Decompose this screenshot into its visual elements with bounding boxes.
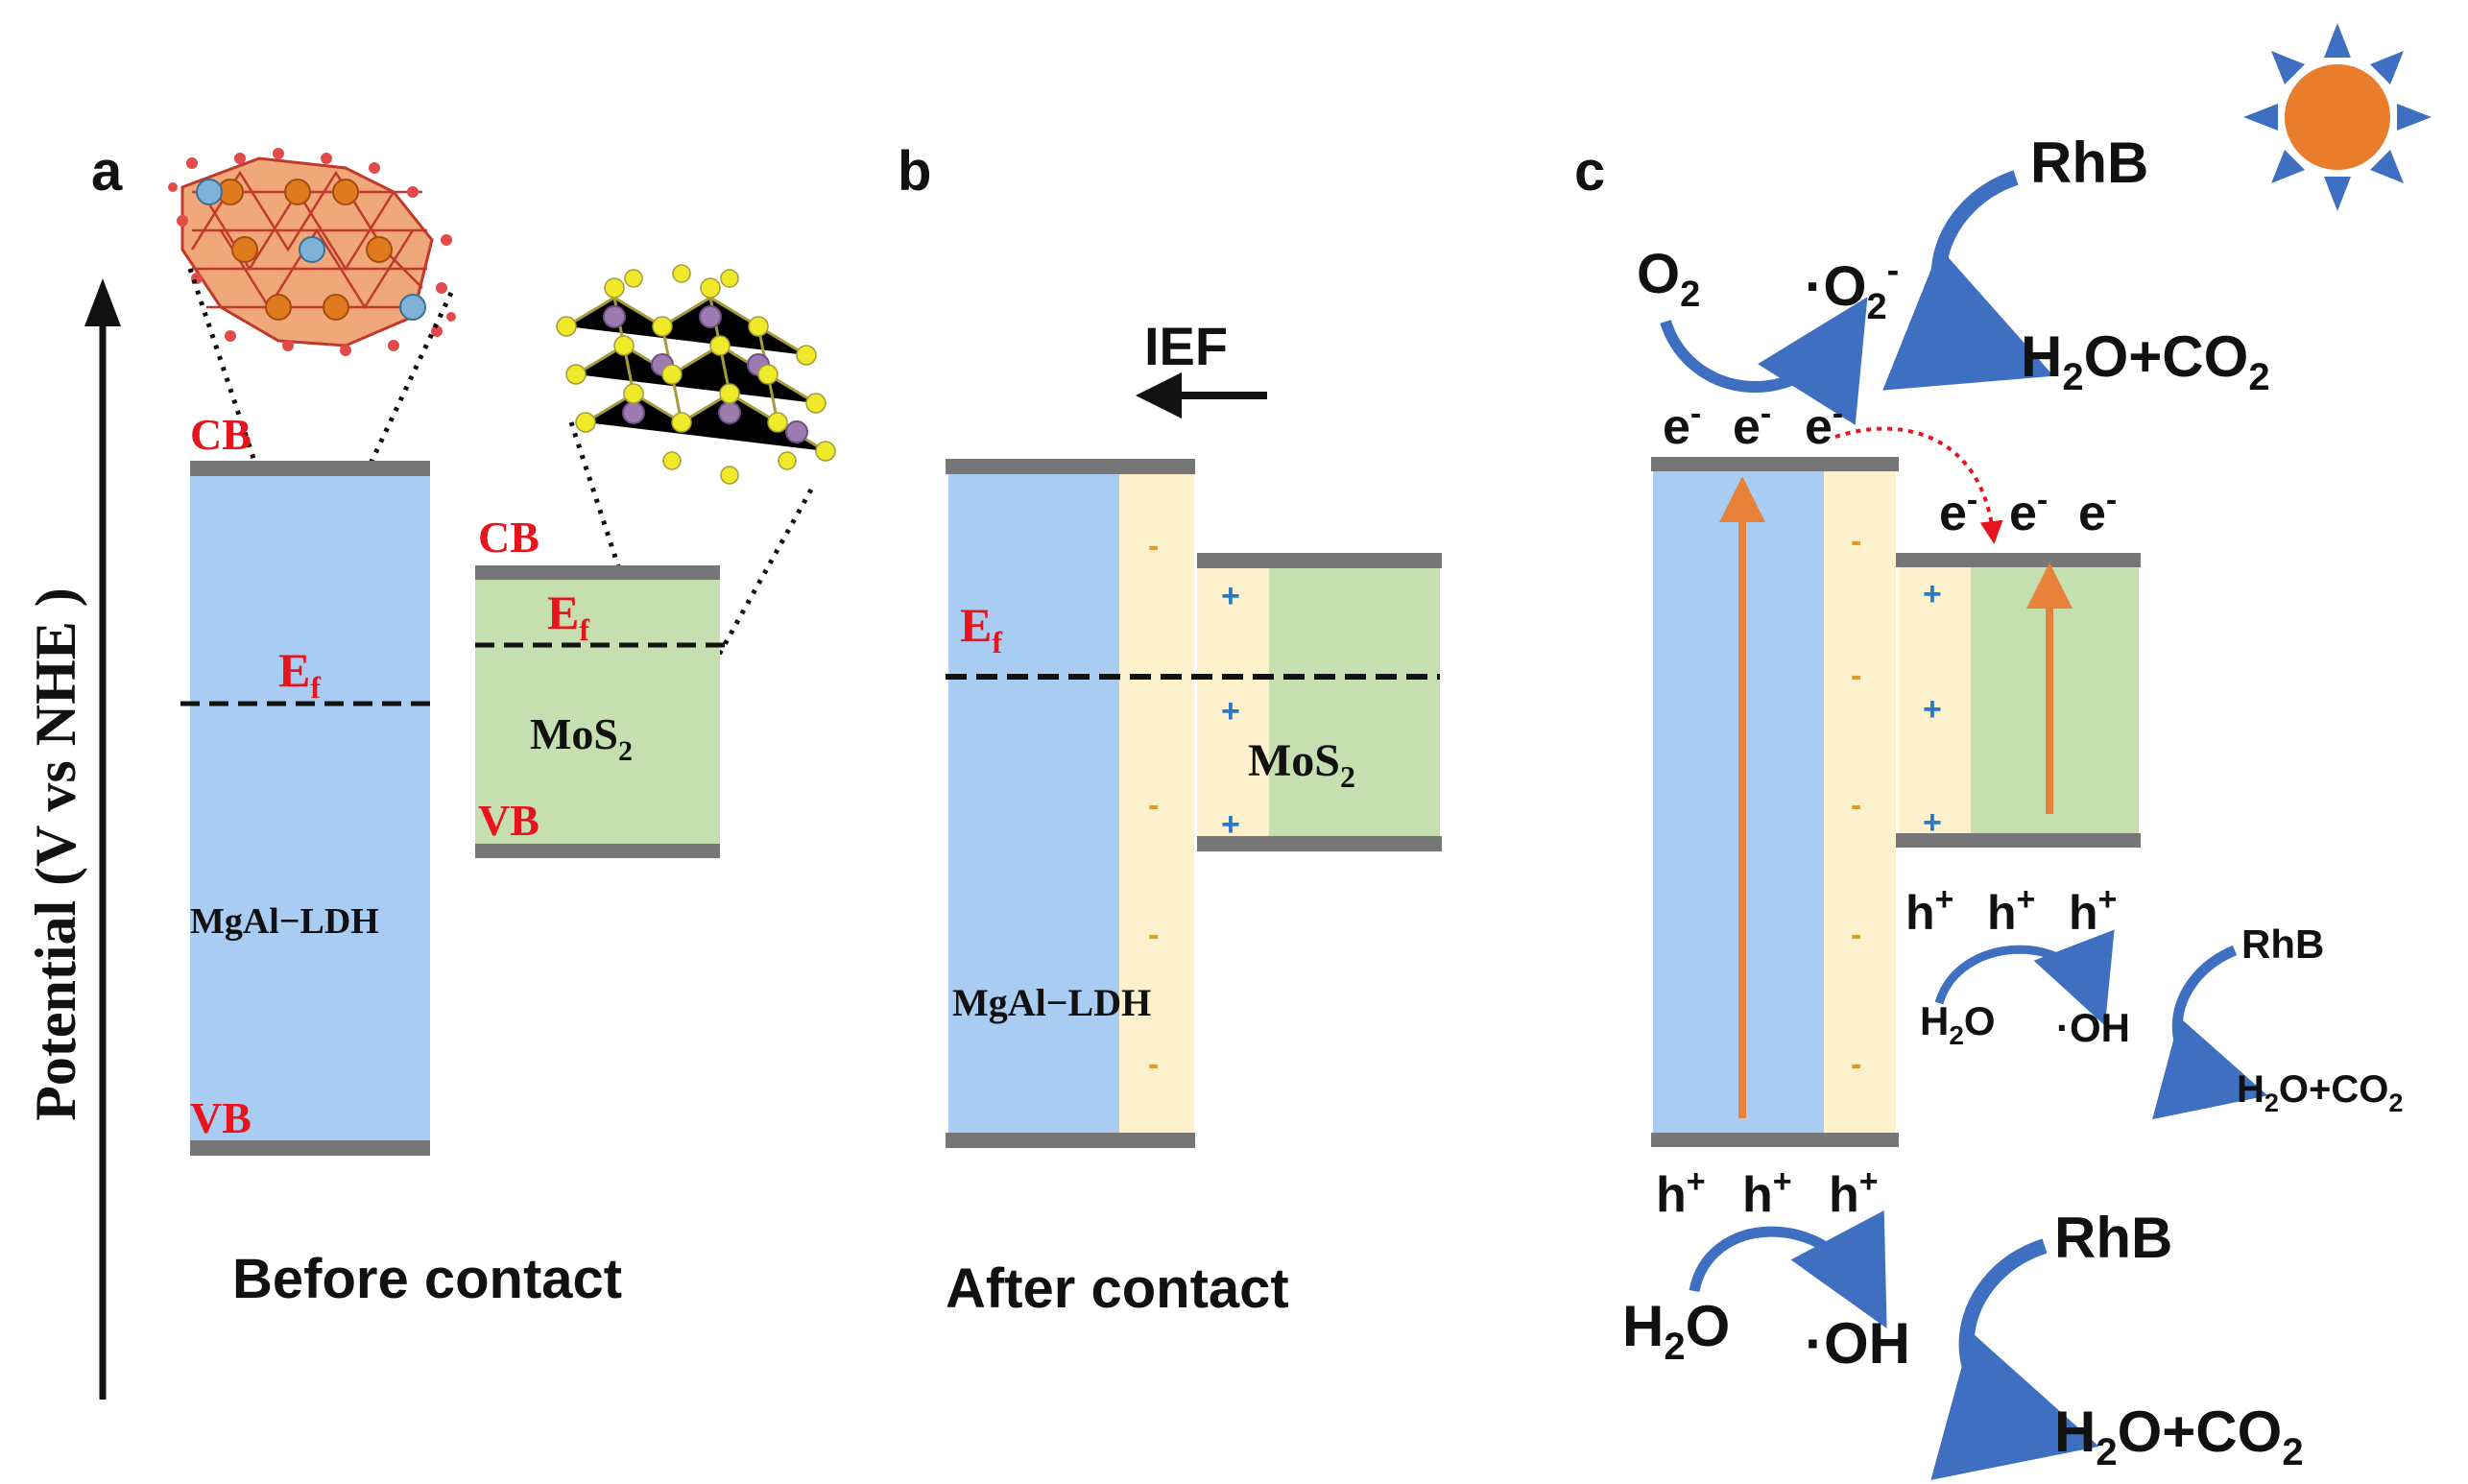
- products-label-bottom: H2O+CO2: [2054, 1400, 2304, 1473]
- rhb-degradation-arrow-top: [1882, 170, 2054, 391]
- products-label-mid: H2O+CO2: [2237, 1068, 2403, 1117]
- ldh-holes: h+ h+ h+: [1656, 1163, 1879, 1223]
- ldh-band-b: [948, 466, 1119, 1137]
- mos2-band-b: [1269, 560, 1440, 843]
- panel-letter-c: c: [1574, 140, 1605, 203]
- ldh-crystal-structure: [168, 148, 456, 356]
- panel-letter-a: a: [91, 140, 123, 203]
- h2o-label-mid: H2O: [1920, 998, 1996, 1050]
- ldh-cb-edge-b: [946, 459, 1195, 474]
- ldh-cb-edge-c: [1651, 457, 1899, 471]
- oh-label-mid: ·OH: [2056, 1005, 2130, 1050]
- positive-charge: +: [1221, 578, 1240, 614]
- negative-charge: -: [1148, 917, 1159, 953]
- rhb-degradation-arrow-mid: [2152, 945, 2268, 1120]
- mos2-band-a: [475, 571, 720, 850]
- mos2-name-a: MoS2: [530, 709, 633, 767]
- mos2-vb-label-a: VB: [478, 796, 539, 845]
- mos2-depletion-region-b: [1197, 560, 1269, 843]
- mos2-holes: h+ h+ h+: [1905, 881, 2117, 940]
- rhb-degradation-arrow-bottom: [1930, 1238, 2099, 1480]
- mos2-name-b: MoS2: [1248, 735, 1355, 794]
- ldh-band-a: [190, 468, 430, 1147]
- rhb-label-bottom: RhB: [2054, 1206, 2172, 1270]
- negative-charge: -: [1148, 1046, 1159, 1083]
- positive-charge: +: [1221, 806, 1240, 843]
- electron-label: e-: [1805, 395, 1843, 455]
- mos2-cb-edge-a: [475, 565, 720, 580]
- negative-charge: -: [1851, 658, 1861, 694]
- hole-label: h+: [1656, 1163, 1706, 1223]
- negative-charge: -: [1148, 787, 1159, 824]
- mos2-cb-edge-b: [1197, 553, 1442, 568]
- axis-label: Potential (V vs NHE ): [24, 587, 87, 1121]
- panel-c: c - - - - - +: [1574, 23, 2432, 1480]
- positive-charge: +: [1923, 804, 1942, 841]
- negative-charge: -: [1851, 523, 1861, 560]
- o2-label: O2: [1637, 243, 1700, 315]
- mos2-vb-edge-b: [1197, 836, 1442, 851]
- ldh-depletion-region-c: [1824, 467, 1896, 1137]
- negative-charge: -: [1851, 1046, 1861, 1083]
- sun-icon: [2243, 23, 2432, 211]
- ief-label: IEF: [1144, 316, 1228, 376]
- electron-label: e-: [1663, 395, 1701, 455]
- fermi-label-b: Ef: [960, 598, 1002, 659]
- rhb-label-mid: RhB: [2241, 922, 2324, 967]
- superoxide-label: ·O2-: [1805, 251, 1899, 327]
- ldh-name-b: MgAl−LDH: [952, 981, 1151, 1024]
- electron-transfer-arrow: [1834, 426, 2003, 544]
- mos2-vb-edge-a: [475, 844, 720, 858]
- mos2-depletion-region-c: [1899, 561, 1971, 839]
- products-label-top: H2O+CO2: [2021, 324, 2270, 398]
- ldh-depletion-region-b: [1119, 466, 1194, 1137]
- ldh-water-oxidation-arrow: [1689, 1209, 1887, 1328]
- ldh-vb-edge-a: [190, 1140, 430, 1156]
- hole-label: h+: [1987, 881, 2035, 940]
- ldh-vb-label-a: VB: [190, 1093, 252, 1142]
- ldh-electrons: e- e- e-: [1663, 395, 1843, 455]
- mos2-electrons: e- e- e-: [1939, 482, 2117, 541]
- rhb-label-top: RhB: [2030, 131, 2148, 195]
- electron-label: e-: [2009, 482, 2048, 541]
- potential-axis: Potential (V vs NHE ): [24, 278, 121, 1400]
- caption-after-contact: After contact: [946, 1257, 1289, 1320]
- positive-charge: +: [1923, 691, 1942, 728]
- negative-charge: -: [1851, 917, 1861, 953]
- mos2-water-oxidation-arrow: [1934, 929, 2115, 1026]
- mos2-cb-edge-c: [1896, 553, 2141, 567]
- panel-a: a: [91, 140, 836, 1310]
- panel-b: b IEF Ef - - - - + + + MoS2 MgAl−LDH Aft…: [898, 140, 1442, 1320]
- ldh-cb-label-a: CB: [190, 410, 252, 459]
- hole-label: h+: [1742, 1163, 1792, 1223]
- ldh-name-a: MgAl−LDH: [190, 901, 379, 942]
- hole-label: h+: [1829, 1163, 1879, 1223]
- electron-label: e-: [1733, 395, 1771, 455]
- ldh-cb-edge-a: [190, 461, 430, 476]
- mos2-fermi-label-a: Ef: [547, 586, 589, 647]
- oh-label-bottom: ·OH: [1805, 1311, 1910, 1376]
- ldh-vb-edge-b: [946, 1133, 1195, 1148]
- axis-arrowhead: [84, 278, 121, 326]
- positive-charge: +: [1923, 576, 1942, 612]
- mos2-cb-label-a: CB: [478, 513, 539, 562]
- mos2-crystal-structure: [556, 264, 836, 485]
- electron-label: e-: [2078, 482, 2117, 541]
- electron-label: e-: [1939, 482, 1977, 541]
- mos2-band-c: [1971, 561, 2139, 839]
- negative-charge: -: [1148, 528, 1159, 564]
- ldh-fermi-label-a: Ef: [278, 643, 321, 705]
- mos2-vb-edge-c: [1896, 833, 2141, 848]
- panel-letter-b: b: [898, 140, 931, 203]
- o2-reduction-arrow: [1660, 297, 1868, 425]
- caption-before-contact: Before contact: [232, 1248, 622, 1310]
- hole-label: h+: [1905, 881, 1953, 940]
- hole-label: h+: [2069, 881, 2117, 940]
- negative-charge: -: [1851, 787, 1861, 824]
- h2o-label-bottom: H2O: [1622, 1294, 1730, 1368]
- positive-charge: +: [1221, 693, 1240, 730]
- ldh-vb-edge-c: [1651, 1133, 1899, 1147]
